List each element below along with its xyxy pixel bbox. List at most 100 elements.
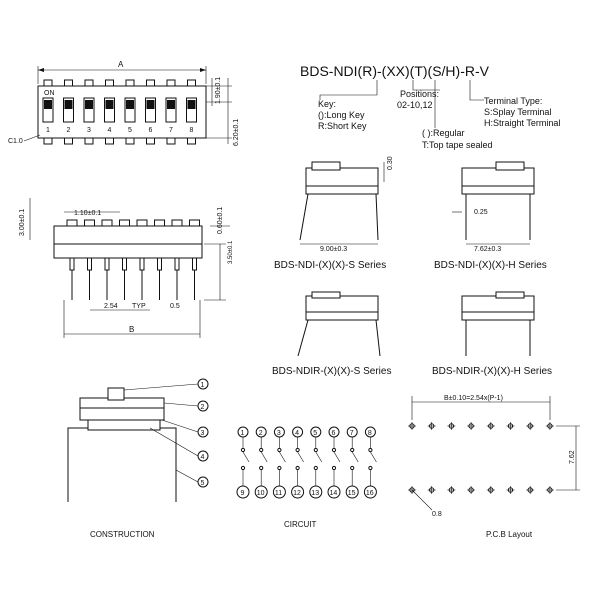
circuit-switch-blade	[351, 451, 359, 463]
circuit-top-label: 6	[332, 430, 336, 437]
circuit-top-label: 4	[295, 430, 299, 437]
circuit-switch-blade	[279, 451, 286, 463]
side-actuator	[189, 219, 200, 227]
series-label-ndi-s: BDS-NDI-(X)(X)-S Series	[274, 260, 386, 271]
circuit-bottom-node	[363, 485, 377, 499]
circuit-top-label: 1	[241, 430, 245, 437]
key-long: ():Long Key	[318, 110, 365, 120]
switch-window	[186, 97, 197, 123]
switch-number: 8	[190, 127, 194, 134]
circuit-contact	[295, 447, 300, 453]
bottom-pin	[84, 137, 94, 145]
switch-window	[104, 97, 115, 123]
callout-number: 3	[201, 430, 205, 437]
callout-number: 2	[201, 404, 205, 411]
circuit-bottom-label: 11	[275, 490, 282, 497]
top-pin	[105, 79, 114, 87]
pcb-762-label: 7.62	[569, 450, 576, 464]
dim-060-label: 0.60±0.1	[217, 207, 224, 234]
key-title: Key:	[318, 99, 336, 109]
terminal-title: Terminal Type:	[484, 96, 542, 106]
circuit-contact	[313, 465, 318, 471]
series-ndir-s: BDS-NDIR-(X)(X)-S Series	[272, 291, 391, 377]
c10-label: C1.0	[8, 138, 23, 145]
circuit-bottom-label: 14	[330, 490, 338, 497]
circuit-contact	[259, 465, 264, 471]
callout-number: 4	[201, 454, 205, 461]
circuit-contact	[259, 447, 264, 453]
circuit-switch-blade	[242, 451, 250, 463]
tape-regular: ( ):Regular	[422, 128, 465, 138]
dim-350-label: 3.50±0.1	[228, 240, 234, 264]
bottom-pin	[64, 137, 73, 145]
bottom-pin	[43, 137, 53, 145]
switch-number: 5	[128, 127, 132, 134]
callout-number: 5	[201, 480, 205, 487]
dim-762-series-label: 7.62±0.3	[474, 246, 501, 253]
circuit-bottom-node	[272, 485, 286, 499]
side-actuator	[119, 219, 130, 227]
on-label: ON	[44, 90, 55, 97]
switch-window	[83, 97, 95, 123]
pcb-08-label: 0.8	[432, 511, 442, 518]
positions-values: 02-10,12	[397, 100, 433, 110]
side-pin-shoulder	[174, 257, 180, 271]
dim-b-label: B	[129, 325, 134, 334]
circuit-bottom-label: 9	[241, 490, 245, 497]
pcb-layout: B±0.10=2.54x(P-1) 7.62 0.8 P.C.B Layout	[408, 395, 580, 539]
dim-300-label: 3.00±0.1	[19, 209, 26, 236]
circuit-contact	[295, 465, 300, 471]
circuit-contact	[331, 465, 337, 471]
switch-number: 4	[108, 127, 112, 134]
side-actuator	[66, 219, 78, 227]
switch-number: 6	[149, 127, 153, 134]
top-pin	[84, 79, 94, 87]
pcb-b-label: B±0.10=2.54x(P-1)	[444, 395, 503, 402]
top-pin	[43, 79, 53, 87]
dim-190-label: 1.90±0.1	[215, 77, 222, 104]
circuit-switch-blade	[260, 451, 268, 463]
circuit-bottom-node	[309, 485, 323, 499]
bottom-pin	[105, 137, 114, 145]
bottom-pin	[125, 137, 135, 145]
series-label-ndir-h: BDS-NDIR-(X)(X)-H Series	[432, 366, 552, 377]
switch-actuator	[44, 100, 52, 109]
circuit-switch-blade	[315, 451, 323, 463]
side-pin-shoulder	[139, 257, 145, 271]
switch-actuator	[85, 100, 93, 109]
series-label-ndi-h: BDS-NDI-(X)(X)-H Series	[434, 260, 547, 271]
switch-number: 7	[169, 127, 173, 134]
switch-actuator	[105, 100, 114, 109]
top-pin	[125, 79, 135, 87]
switch-window	[124, 97, 136, 123]
terminal-splay: S:Splay Terminal	[484, 107, 551, 117]
circuit-top-label: 3	[277, 430, 281, 437]
series-ndir-h: BDS-NDIR-(X)(X)-H Series	[432, 291, 552, 377]
circuit-bottom-node	[345, 485, 359, 499]
dim-025-label: 0.25	[474, 209, 488, 216]
circuit-bottom-label: 15	[348, 490, 356, 497]
dim-620-label: 6.20±0.1	[233, 119, 240, 146]
side-actuator	[101, 219, 113, 227]
circuit-contact	[240, 465, 246, 471]
circuit-top-label: 2	[259, 430, 263, 437]
circuit-bottom-label: 16	[366, 490, 374, 497]
side-pin-shoulder	[192, 257, 197, 271]
dim-05-label: 0.5	[170, 303, 180, 310]
switch-window	[165, 97, 177, 123]
callout-number: 1	[201, 382, 205, 389]
pcb-caption: P.C.B Layout	[486, 530, 533, 539]
side-actuator	[154, 219, 165, 227]
circuit-contact	[277, 447, 282, 453]
part-number-block: BDS-NDI(R)-(XX)(T)(S/H)-R-V Key: ():Long…	[300, 63, 560, 150]
circuit-bottom-label: 12	[293, 490, 301, 497]
circuit-switch-blade	[297, 451, 304, 463]
top-pin	[187, 79, 196, 87]
bottom-pin	[166, 137, 176, 145]
terminal-straight: H:Straight Terminal	[484, 118, 560, 128]
dim-a-label: A	[118, 60, 124, 69]
top-pin	[146, 79, 155, 87]
circuit-switch-blade	[333, 451, 341, 463]
top-pin	[64, 79, 73, 87]
